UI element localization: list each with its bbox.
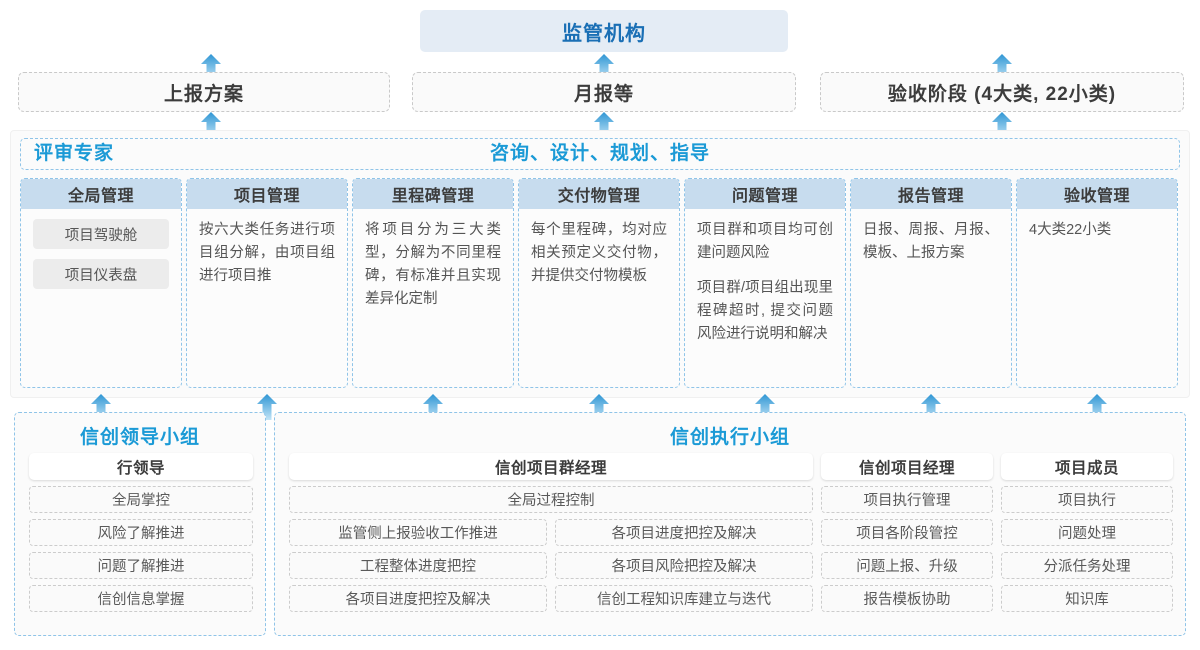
project-manager-item[interactable]: 项目各阶段管控 (821, 519, 993, 546)
regulator-banner: 监管机构 (420, 10, 788, 52)
role-project-member[interactable]: 项目成员 (1001, 453, 1173, 480)
pm-item[interactable]: 各项目进度把控及解决 (555, 519, 813, 546)
column-header: 问题管理 (685, 179, 845, 209)
column-header: 项目管理 (187, 179, 347, 209)
arrow-up-column-7 (1086, 394, 1108, 420)
project-member-item[interactable]: 项目执行 (1001, 486, 1173, 513)
column-body: 项目驾驶舱项目仪表盘 (21, 209, 181, 307)
arrow-up-to-plan (200, 112, 222, 138)
program-manager-column: 信创项目群经理 全局过程控制 监管侧上报验收工作推进工程整体进度把控各项目进度把… (289, 453, 813, 612)
arrow-up-to-monthly (593, 112, 615, 138)
pm-full-item[interactable]: 全局过程控制 (289, 486, 813, 513)
column-paragraph: 4大类22小类 (1029, 222, 1112, 238)
column-body: 日报、周报、月报、模板、上报方案 (851, 209, 1011, 273)
project-member-items: 项目执行问题处理分派任务处理知识库 (1001, 486, 1173, 612)
management-column-3[interactable]: 里程碑管理将项目分为三大类型，分解为不同里程碑，有标准并且实现差异化定制 (352, 178, 514, 388)
column-header: 全局管理 (21, 179, 181, 209)
column-pill[interactable]: 项目仪表盘 (33, 259, 169, 289)
project-member-item[interactable]: 知识库 (1001, 585, 1173, 612)
pm-item[interactable]: 工程整体进度把控 (289, 552, 547, 579)
leader-item[interactable]: 风险了解推进 (29, 519, 253, 546)
management-column-7[interactable]: 验收管理 4大类22小类 (1016, 178, 1178, 388)
exec-group-panel: 信创执行小组 信创项目群经理 全局过程控制 监管侧上报验收工作推进工程整体进度把… (274, 412, 1186, 636)
column-body: 项目群和项目均可创建问题风险项目群/项目组出现里程碑超时, 提交问题风险进行说明… (685, 209, 845, 354)
management-column-4[interactable]: 交付物管理每个里程碑，均对应相关预定义交付物，并提供交付物模板 (518, 178, 680, 388)
column-body: 按六大类任务进行项目组分解，由项目组进行项目推 (187, 209, 347, 296)
column-header: 里程碑管理 (353, 179, 513, 209)
column-pill[interactable]: 项目驾驶舱 (33, 219, 169, 249)
pm-item[interactable]: 监管侧上报验收工作推进 (289, 519, 547, 546)
arrow-up-column-3 (422, 394, 444, 420)
leader-item[interactable]: 信创信息掌握 (29, 585, 253, 612)
role-program-manager[interactable]: 信创项目群经理 (289, 453, 813, 480)
project-manager-items: 项目执行管理项目各阶段管控问题上报、升级报告模板协助 (821, 486, 993, 612)
arrow-up-report-2 (991, 54, 1013, 80)
project-member-column: 项目成员 项目执行问题处理分派任务处理知识库 (1001, 453, 1173, 612)
report-box-monthly[interactable]: 月报等 (412, 72, 796, 112)
arrow-up-to-acceptance (991, 112, 1013, 138)
report-row: 上报方案 月报等 验收阶段 (4大类, 22小类) (0, 72, 1200, 112)
exec-group-body: 信创项目群经理 全局过程控制 监管侧上报验收工作推进工程整体进度把控各项目进度把… (289, 453, 1173, 612)
leader-item[interactable]: 问题了解推进 (29, 552, 253, 579)
arrow-up-regulator (593, 54, 615, 80)
arrow-up-column-2 (256, 394, 278, 420)
pm-right-items: 各项目进度把控及解决各项目风险把控及解决信创工程知识库建立与迭代 (555, 519, 813, 612)
arrow-up-column-4 (588, 394, 610, 420)
column-paragraph: 将项目分为三大类型，分解为不同里程碑，有标准并且实现差异化定制 (365, 222, 501, 307)
exec-group-title: 信创执行小组 (669, 427, 790, 448)
leader-group-panel: 信创领导小组 行领导 全局掌控风险了解推进问题了解推进信创信息掌握 (14, 412, 266, 636)
report-box-plan[interactable]: 上报方案 (18, 72, 390, 112)
review-expert-label: 评审专家 (34, 143, 115, 164)
consulting-label: 咨询、设计、规划、指导 (489, 143, 710, 164)
column-paragraph: 日报、周报、月报、模板、上报方案 (863, 222, 999, 261)
arrow-up-report-0 (200, 54, 222, 80)
project-manager-item[interactable]: 报告模板协助 (821, 585, 993, 612)
arrow-up-column-5 (754, 394, 776, 420)
project-member-item[interactable]: 分派任务处理 (1001, 552, 1173, 579)
column-header: 报告管理 (851, 179, 1011, 209)
pm-left-items: 监管侧上报验收工作推进工程整体进度把控各项目进度把控及解决 (289, 519, 547, 612)
arrow-up-column-1 (90, 394, 112, 420)
role-project-manager[interactable]: 信创项目经理 (821, 453, 993, 480)
management-column-1[interactable]: 全局管理项目驾驶舱项目仪表盘 (20, 178, 182, 388)
management-column-6[interactable]: 报告管理日报、周报、月报、模板、上报方案 (850, 178, 1012, 388)
management-column-2[interactable]: 项目管理按六大类任务进行项目组分解，由项目组进行项目推 (186, 178, 348, 388)
pm-item[interactable]: 各项目风险把控及解决 (555, 552, 813, 579)
column-paragraph: 项目群/项目组出现里程碑超时, 提交问题风险进行说明和解决 (697, 280, 833, 342)
leader-item[interactable]: 全局掌控 (29, 486, 253, 513)
project-manager-item[interactable]: 项目执行管理 (821, 486, 993, 513)
role-bank-leader[interactable]: 行领导 (29, 453, 253, 480)
column-paragraph: 项目群和项目均可创建问题风险 (697, 222, 833, 261)
middle-title-bar (20, 138, 1180, 170)
project-manager-item[interactable]: 问题上报、升级 (821, 552, 993, 579)
column-paragraph: 每个里程碑，均对应相关预定义交付物，并提供交付物模板 (531, 222, 667, 284)
management-columns: 全局管理项目驾驶舱项目仪表盘项目管理按六大类任务进行项目组分解，由项目组进行项目… (20, 178, 1180, 388)
management-column-5[interactable]: 问题管理项目群和项目均可创建问题风险项目群/项目组出现里程碑超时, 提交问题风险… (684, 178, 846, 388)
leader-item-list: 全局掌控风险了解推进问题了解推进信创信息掌握 (29, 486, 253, 612)
column-body: 4大类22小类 (1017, 209, 1177, 250)
column-body: 将项目分为三大类型，分解为不同里程碑，有标准并且实现差异化定制 (353, 209, 513, 319)
column-body: 每个里程碑，均对应相关预定义交付物，并提供交付物模板 (519, 209, 679, 296)
column-header: 交付物管理 (519, 179, 679, 209)
report-box-acceptance[interactable]: 验收阶段 (4大类, 22小类) (820, 72, 1184, 112)
project-manager-column: 信创项目经理 项目执行管理项目各阶段管控问题上报、升级报告模板协助 (821, 453, 993, 612)
leader-group-title: 信创领导小组 (79, 427, 200, 448)
column-header: 验收管理 (1017, 179, 1177, 209)
pm-item[interactable]: 各项目进度把控及解决 (289, 585, 547, 612)
project-member-item[interactable]: 问题处理 (1001, 519, 1173, 546)
leader-group-body: 行领导 全局掌控风险了解推进问题了解推进信创信息掌握 (29, 453, 253, 612)
column-paragraph: 按六大类任务进行项目组分解，由项目组进行项目推 (199, 222, 335, 284)
pm-item[interactable]: 信创工程知识库建立与迭代 (555, 585, 813, 612)
arrow-up-column-6 (920, 394, 942, 420)
